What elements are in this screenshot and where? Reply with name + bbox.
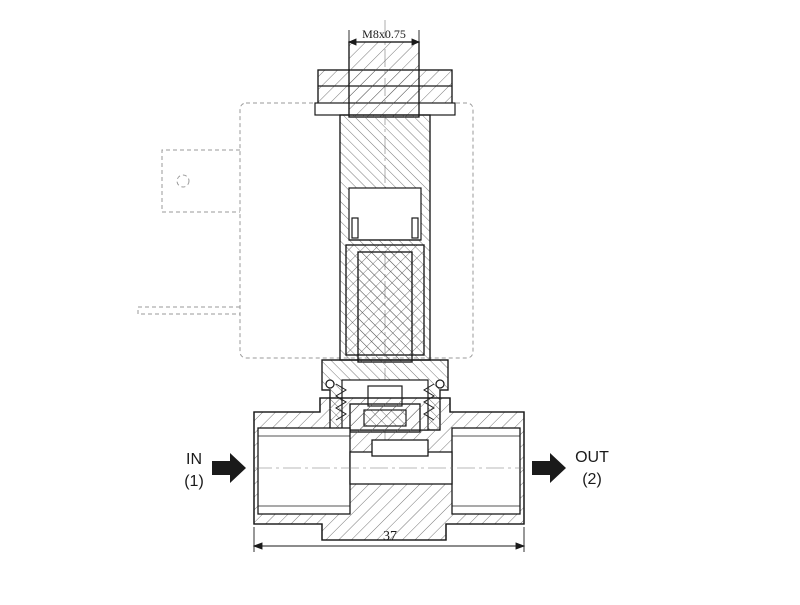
outlet-port-label: (2) xyxy=(582,471,602,488)
outlet-label: OUT xyxy=(575,449,609,466)
coil-housing-outline xyxy=(137,102,474,359)
outlet-arrow-icon xyxy=(532,453,566,483)
valve-body xyxy=(253,397,525,541)
thread-dimension-label: M8x0.75 xyxy=(362,27,406,41)
inlet-port-label: (1) xyxy=(184,473,204,490)
inlet-label: IN xyxy=(186,451,202,468)
plunger-tube xyxy=(339,41,431,363)
length-dimension xyxy=(252,527,526,552)
thread-dimension xyxy=(347,30,421,60)
length-dimension-label: 37 xyxy=(383,529,397,544)
inlet-arrow-icon xyxy=(212,453,246,483)
